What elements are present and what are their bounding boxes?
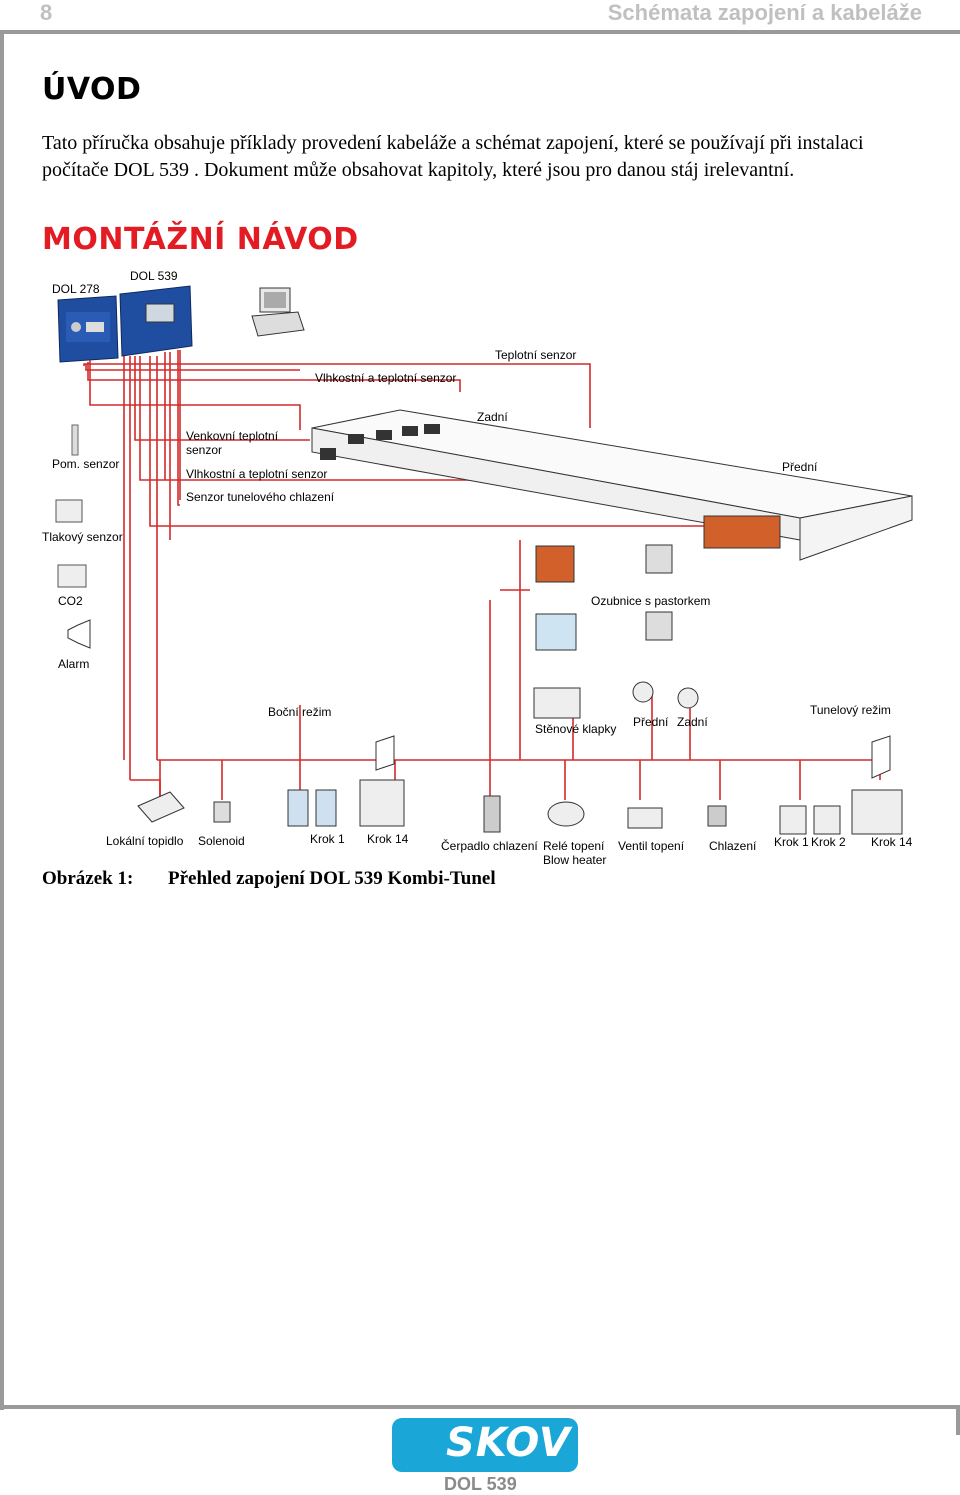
actuator-rear-icon: [677, 687, 699, 709]
frame-right-border: [956, 1405, 960, 1435]
space-heater-icon: [137, 791, 185, 823]
tunnel-fan-step2-icon: [813, 805, 841, 835]
co2-sensor-icon: [57, 564, 87, 588]
label-co2: CO2: [58, 594, 83, 608]
actuator-front-icon: [632, 681, 654, 703]
section-title: Schémata zapojení a kabeláže: [607, 0, 922, 25]
label-cooling-pump: Čerpadlo chlazení: [441, 839, 538, 853]
label-step2-b: Krok 2: [811, 835, 846, 849]
inlet-unit-icon: [535, 613, 577, 651]
fan-step-icon: [315, 789, 337, 827]
label-rear-2: Zadní: [677, 715, 708, 729]
label-outdoor-2: senzor: [186, 443, 223, 457]
label-side-mode: Boční režim: [268, 705, 332, 719]
fan-step1-icon: [287, 789, 309, 827]
pressure-sensor-icon: [55, 499, 83, 523]
label-dol539: DOL 539: [130, 269, 178, 283]
label-step1-b: Krok 1: [774, 835, 809, 849]
label-step14-b: Krok 14: [871, 835, 913, 849]
label-heating-valve: Ventil topení: [618, 839, 685, 853]
tunnel-fan-step1-icon: [779, 805, 807, 835]
label-rear: Zadní: [477, 410, 508, 424]
label-outdoor-1: Venkovní teplotní: [186, 429, 279, 443]
label-tunnel-mode: Tunelový režim: [810, 703, 891, 717]
intro-heading: ÚVOD: [42, 72, 142, 107]
winch-motor-2-icon: [645, 611, 673, 641]
winch-motor-icon: [645, 544, 673, 574]
blow-heater-icon: [547, 801, 585, 827]
wall-flap-icon: [533, 687, 581, 719]
frame-top-border: [0, 30, 960, 34]
label-humidity-temp-top: Vlhkostní a teplotní senzor: [315, 371, 457, 385]
figure-caption: Přehled zapojení DOL 539 Kombi-Tunel: [168, 868, 496, 889]
label-front-2: Přední: [633, 715, 669, 729]
label-temp-sensor: Teplotní senzor: [495, 348, 577, 362]
barn-icon: [311, 409, 913, 561]
fan-step14-icon: [359, 779, 405, 827]
label-tunnel-sensor: Senzor tunelového chlazení: [186, 490, 335, 504]
footer-model: DOL 539: [444, 1474, 517, 1494]
dol278-controller-icon: [57, 295, 119, 363]
label-local-heater: Lokální topidlo: [106, 834, 184, 848]
alarm-icon: [67, 619, 91, 649]
outdoor-sensor-icon: [71, 424, 79, 456]
label-blow-heater: Blow heater: [543, 853, 607, 867]
computer-icon: [251, 287, 305, 337]
page-number: 8: [40, 0, 53, 25]
intro-paragraph: Tato příručka obsahuje příklady proveden…: [42, 132, 864, 181]
cooling-pump-icon: [483, 795, 501, 833]
label-front: Přední: [782, 460, 818, 474]
mounting-heading: MONTÁŽNÍ NÁVOD: [42, 222, 359, 257]
wire-lines: [83, 350, 881, 800]
side-mode-icon: [375, 735, 395, 771]
label-heating-relay: Relé topení: [543, 839, 605, 853]
tunnel-mode-icon: [871, 735, 891, 779]
label-step14-a: Krok 14: [367, 832, 409, 846]
dol539-controller-icon: [119, 285, 193, 357]
label-solenoid: Solenoid: [198, 834, 245, 848]
frame-left-border: [0, 30, 4, 1410]
skov-logo-text: SKOV: [446, 1420, 571, 1466]
label-winch: Ozubnice s pastorkem: [591, 594, 711, 608]
label-step1-a: Krok 1: [310, 832, 345, 846]
label-alarm: Alarm: [58, 657, 90, 671]
cooling-nozzle-icon: [707, 805, 727, 827]
skov-logo: [392, 1418, 578, 1472]
solenoid-icon: [213, 801, 231, 823]
tunnel-fan-step14-icon: [851, 789, 903, 835]
wiring-diagram: [55, 285, 913, 835]
figure-number: Obrázek 1:: [42, 868, 134, 889]
label-wall-flaps: Stěnové klapky: [535, 722, 617, 736]
label-pressure: Tlakový senzor: [42, 530, 123, 544]
heating-valve-icon: [627, 807, 663, 829]
cooling-pad-icon: [535, 545, 575, 583]
label-aux-sensor: Pom. senzor: [52, 457, 120, 471]
label-cooling: Chlazení: [709, 839, 757, 853]
label-humidity-temp: Vlhkostní a teplotní senzor: [186, 467, 328, 481]
frame-bottom-border: [0, 1405, 960, 1409]
label-dol278: DOL 278: [52, 282, 100, 296]
